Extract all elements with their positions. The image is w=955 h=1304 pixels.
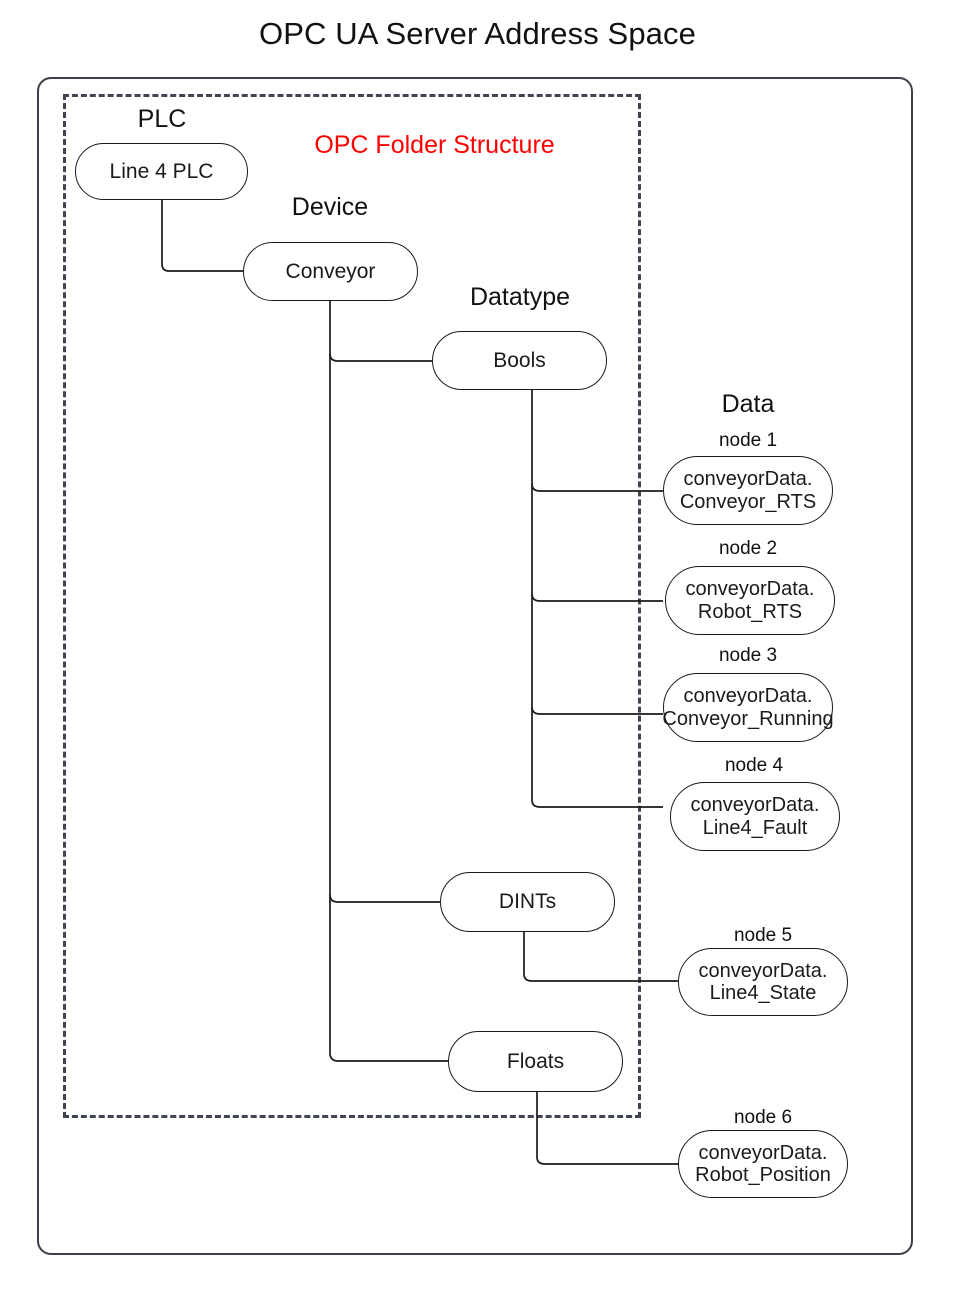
data-node-5[interactable]: conveyorData. Line4_State — [678, 948, 848, 1016]
data-node-2-line2: Robot_RTS — [697, 600, 803, 623]
node-conveyor[interactable]: Conveyor — [243, 242, 418, 301]
data-node-1-line1: conveyorData. — [683, 468, 813, 491]
node-dints[interactable]: DINTs — [440, 872, 615, 932]
data-node-4[interactable]: conveyorData. Line4_Fault — [670, 782, 840, 851]
data-node-6-line1: conveyorData. — [698, 1141, 828, 1164]
column-label-device: Device — [291, 193, 369, 221]
data-node-5-caption: node 5 — [733, 925, 793, 946]
node-bools[interactable]: Bools — [432, 331, 607, 390]
data-node-2[interactable]: conveyorData. Robot_RTS — [665, 566, 835, 635]
node-floats-label: Floats — [506, 1049, 565, 1073]
data-node-6-caption: node 6 — [733, 1107, 793, 1128]
node-dints-label: DINTs — [498, 890, 557, 914]
data-node-1-caption: node 1 — [718, 430, 778, 451]
node-floats[interactable]: Floats — [448, 1031, 623, 1092]
data-node-3-line1: conveyorData. — [683, 685, 813, 708]
data-node-4-line2: Line4_Fault — [702, 816, 808, 839]
data-node-5-line1: conveyorData. — [698, 959, 828, 982]
node-line-4-plc-label: Line 4 PLC — [109, 159, 214, 183]
data-node-2-caption: node 2 — [718, 538, 778, 559]
column-label-plc: PLC — [137, 105, 187, 133]
data-node-4-line1: conveyorData. — [690, 794, 820, 817]
server-boundary-frame — [37, 77, 913, 1255]
data-node-6-line2: Robot_Position — [695, 1164, 831, 1186]
data-node-2-line1: conveyorData. — [685, 578, 815, 601]
data-node-6[interactable]: conveyorData. Robot_Position — [678, 1130, 848, 1198]
page-title: OPC UA Server Address Space — [259, 16, 696, 51]
column-label-datatype: Datatype — [469, 283, 571, 311]
opc-folder-structure-label: OPC Folder Structure — [314, 131, 555, 159]
data-node-3-caption: node 3 — [718, 645, 778, 666]
node-line-4-plc[interactable]: Line 4 PLC — [75, 143, 248, 200]
data-node-1[interactable]: conveyorData. Conveyor_RTS — [663, 456, 833, 525]
column-label-data: Data — [721, 390, 775, 418]
data-node-4-caption: node 4 — [724, 755, 784, 776]
node-conveyor-label: Conveyor — [285, 259, 376, 283]
data-node-3[interactable]: conveyorData. Conveyor_Running — [662, 673, 834, 742]
data-node-1-line2: Conveyor_RTS — [679, 490, 817, 513]
data-node-3-line2: Conveyor_Running — [662, 707, 834, 730]
node-bools-label: Bools — [493, 348, 546, 372]
data-node-5-line2: Line4_State — [709, 982, 817, 1004]
